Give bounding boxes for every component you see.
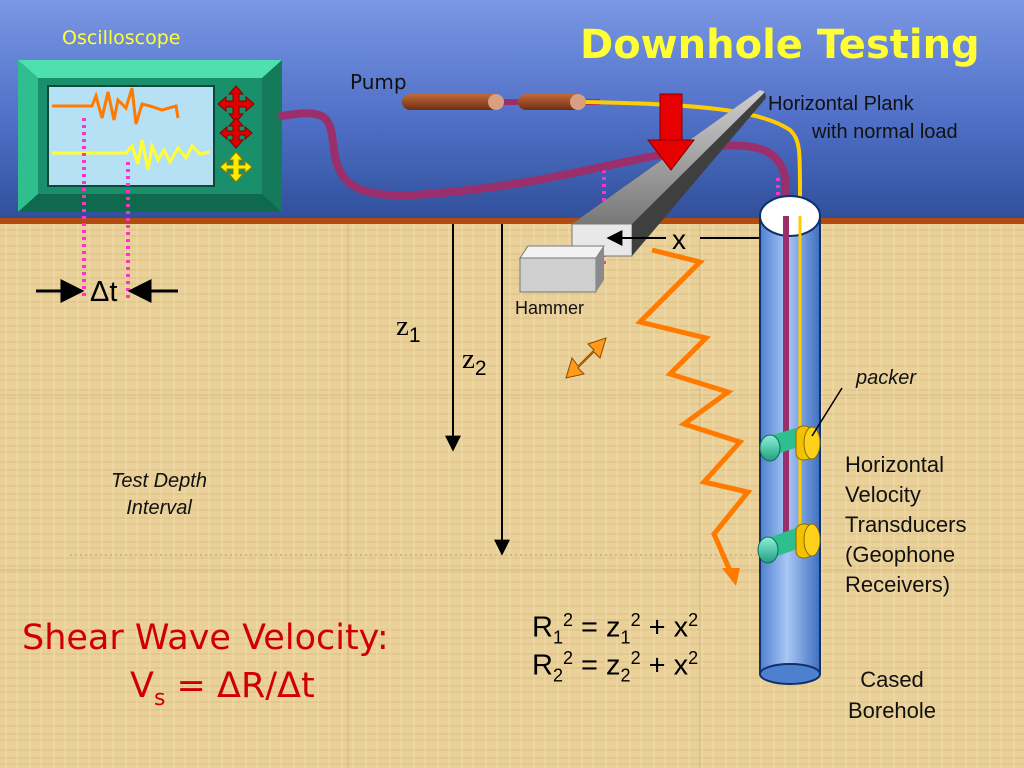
oscilloscope-control-yellow-icon[interactable] (219, 151, 253, 183)
pump (402, 94, 586, 110)
delta-t-label: Δt (90, 276, 118, 308)
ground-background (0, 224, 1024, 768)
depth-arrows (445, 224, 510, 556)
x-label: x (672, 224, 686, 255)
z2-label: z2 (462, 343, 487, 380)
r1-equation: R12 = z12 + x2 (532, 610, 699, 648)
r2-equation: R22 = z22 + x2 (532, 648, 699, 686)
transducers-label: Horizontal Velocity Transducers (Geophon… (845, 452, 967, 597)
page-title: Downhole Testing (580, 22, 980, 68)
signal-cable (278, 109, 790, 544)
hammer-motion-arrow (565, 337, 607, 379)
ground-surface-line (0, 218, 1024, 224)
oscilloscope-label: Oscilloscope (62, 27, 181, 49)
vs-formula: Vs = ΔR/Δt (130, 666, 315, 711)
geophone-upper (759, 425, 821, 462)
plank-label-line2: with normal load (812, 121, 958, 143)
packer-pointer (811, 387, 843, 437)
cased-borehole-label: Cased Borehole (847, 667, 937, 723)
hammer-label: Hammer (515, 298, 585, 318)
oscilloscope-control-red-icon[interactable] (219, 117, 253, 149)
plank-label-line1: Horizontal Plank (768, 93, 914, 115)
z1-label: z1 (396, 310, 421, 347)
oscilloscope-trace-1 (52, 87, 180, 125)
geophone-lower (757, 523, 821, 564)
ground-grid (0, 224, 1024, 768)
test-depth-interval-label: Test Depth Interval (111, 470, 207, 519)
normal-load-arrow (646, 93, 696, 171)
pump-label: Pump (350, 70, 407, 94)
packer-label: packer (856, 367, 917, 389)
oscilloscope (18, 60, 282, 212)
hammer (519, 245, 605, 293)
shear-wave-velocity-heading: Shear Wave Velocity: (22, 618, 389, 658)
oscilloscope-trace-2 (52, 139, 211, 171)
shear-wave-path (635, 247, 753, 581)
shear-wave-arrowhead (722, 568, 740, 586)
